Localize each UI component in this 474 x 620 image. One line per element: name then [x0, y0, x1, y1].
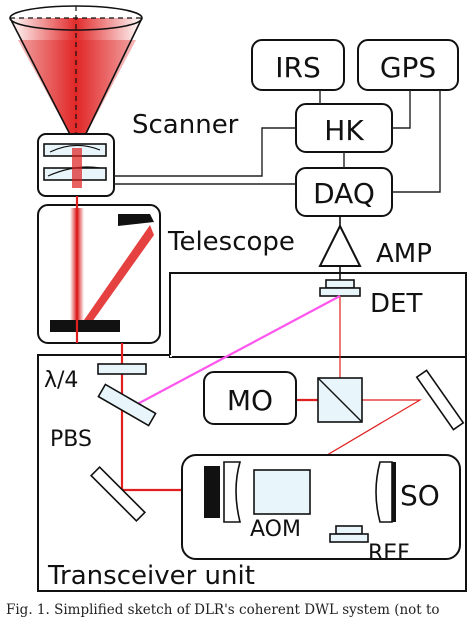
- label-lambda4: λ/4: [44, 368, 78, 393]
- label-hk: HK: [324, 114, 364, 147]
- so-mirror-back: [204, 466, 220, 518]
- scan-cone: [9, 5, 143, 151]
- ref-detector-top: [335, 525, 363, 535]
- label-mo: MO: [227, 384, 273, 417]
- label-daq: DAQ: [313, 177, 375, 210]
- pbs-splitter: [97, 383, 157, 427]
- label-amp: AMP: [376, 239, 432, 269]
- aom-crystal: [253, 469, 311, 515]
- label-telescope: Telescope: [167, 227, 295, 257]
- label-det: DET: [370, 289, 422, 319]
- label-scanner: Scanner: [132, 110, 239, 140]
- telescope: [37, 204, 161, 344]
- irs-box: [251, 39, 345, 91]
- label-irs: IRS: [275, 51, 321, 84]
- label-gps: GPS: [380, 51, 436, 84]
- mo-box: [203, 371, 297, 425]
- label-ref: REF: [368, 541, 410, 566]
- det-detector: [319, 279, 361, 297]
- det-enclosure: [169, 272, 467, 358]
- label-pbs: PBS: [50, 427, 92, 452]
- scanner-unit: [37, 133, 115, 197]
- label-transceiver: Transceiver unit: [47, 561, 255, 591]
- label-aom: AOM: [250, 517, 301, 542]
- turning-mirror-left: [89, 465, 147, 523]
- gps-box: [357, 39, 459, 91]
- ref-detector-bottom: [329, 533, 369, 543]
- label-so: SO: [400, 479, 440, 512]
- signal-wires: [114, 90, 441, 193]
- amp-triangle: [318, 216, 362, 280]
- quarter-wave-plate: [97, 363, 147, 375]
- turning-mirror-right: [415, 369, 465, 431]
- so-mirror-curved: [223, 461, 242, 523]
- so-output-coupler: [375, 461, 393, 523]
- figure-caption: Fig. 1. Simplified sketch of DLR's coher…: [6, 602, 440, 618]
